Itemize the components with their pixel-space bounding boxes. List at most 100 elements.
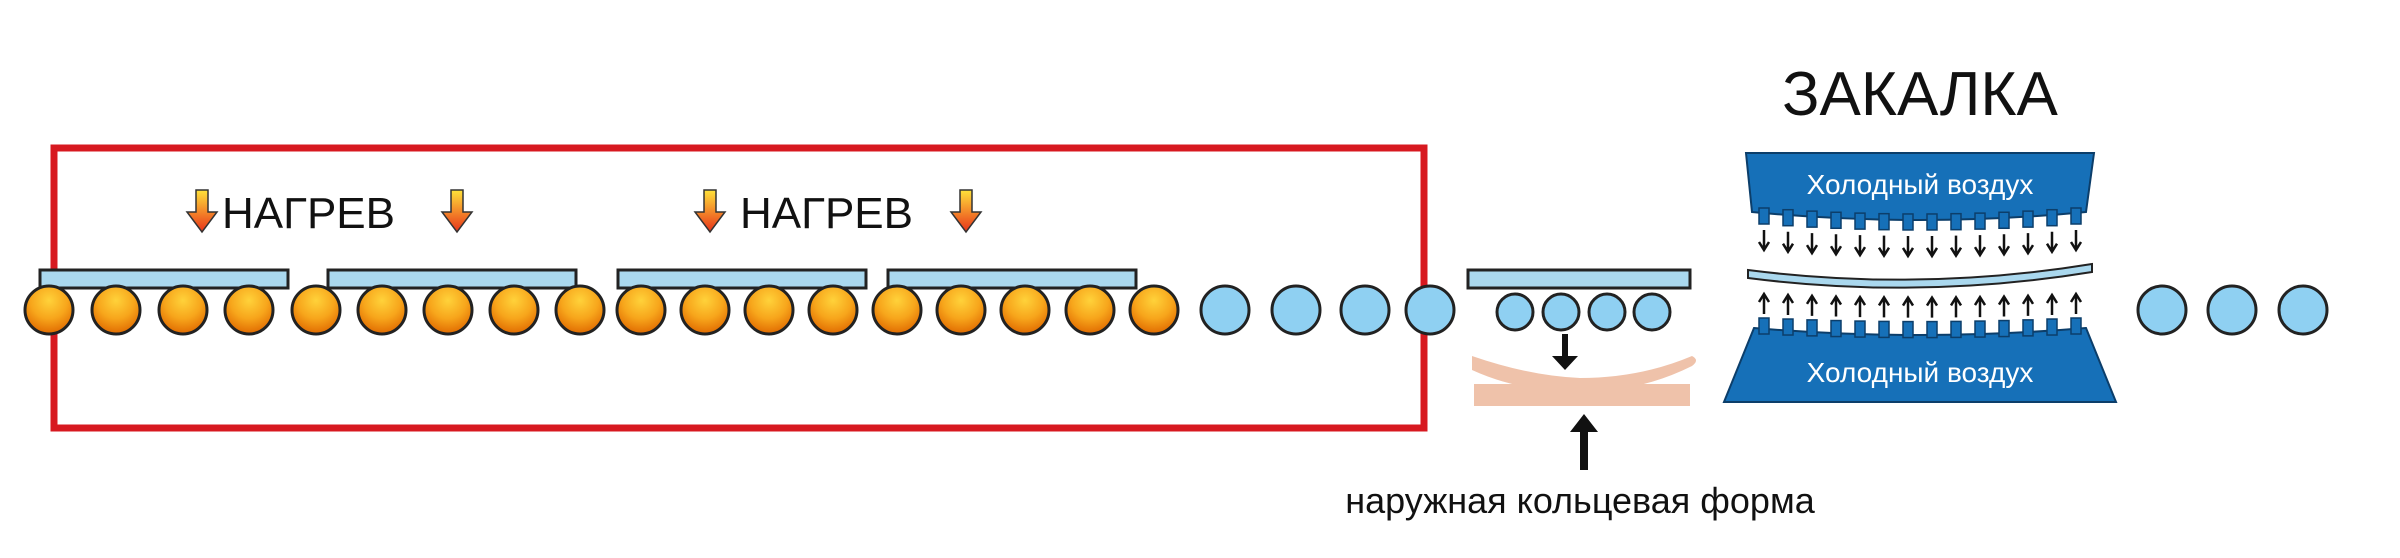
up-arrow-icon: [1925, 295, 1939, 318]
quench-title: ЗАКАЛКА: [1782, 60, 2058, 129]
down-arrow-icon: [440, 189, 474, 234]
hot-roller: [290, 284, 342, 336]
hot-roller: [615, 284, 667, 336]
up-arrow-icon: [2069, 291, 2083, 314]
bending-roller: [1541, 292, 1581, 332]
nozzle: [1758, 317, 1770, 335]
cold-air-label-bottom: Холодный воздух: [1807, 357, 2034, 388]
down-arrow-icon: [185, 189, 219, 234]
mold-label: наружная кольцевая форма: [1345, 480, 1815, 521]
down-arrow-icon: [1781, 231, 1795, 255]
nozzle: [1878, 212, 1890, 231]
nozzle: [1974, 320, 1986, 338]
bending-roller: [1632, 292, 1672, 332]
hot-roller: [871, 284, 923, 336]
hot-roller: [999, 284, 1051, 336]
down-arrow-icon: [1973, 235, 1987, 258]
down-arrow-icon: [1901, 235, 1915, 259]
nozzle: [1998, 319, 2010, 338]
hot-roller: [935, 284, 987, 336]
hot-roller: [679, 284, 731, 336]
down-arrow-icon: [1877, 235, 1891, 259]
cold-roller: [2206, 284, 2258, 336]
nozzle: [1830, 319, 1842, 338]
cold-roller: [1270, 284, 1322, 336]
nozzle: [1902, 320, 1914, 339]
nozzle: [1902, 213, 1914, 231]
up-arrow-icon: [1901, 295, 1915, 318]
hot-roller: [422, 284, 474, 336]
nozzle: [1758, 207, 1770, 225]
down-arrow-icon: [1949, 235, 1963, 259]
glass-plate-bending: [1466, 268, 1692, 290]
up-arrow-icon: [1805, 293, 1819, 316]
glass-plate: [38, 268, 290, 290]
heat-label: НАГРЕВ: [222, 189, 395, 238]
up-arrow-icon: [1877, 295, 1891, 318]
hot-roller: [90, 284, 142, 336]
heat-zone-2: НАГРЕВ: [693, 189, 983, 238]
nozzle: [2070, 317, 2082, 335]
bending-station: наружная кольцевая форма: [1345, 334, 1816, 521]
up-arrow-icon: [1973, 294, 1987, 318]
cold-roller: [2277, 284, 2329, 336]
down-arrow-icon: [2069, 230, 2083, 253]
glass-plate: [886, 268, 1138, 290]
nozzle: [2022, 210, 2034, 228]
nozzle: [1854, 212, 1866, 230]
down-arrow-icon: [2021, 233, 2035, 256]
nozzle: [1926, 320, 1938, 339]
hot-roller: [554, 284, 606, 336]
glass-plates: [38, 268, 1692, 290]
bending-roller: [1495, 292, 1535, 332]
up-arrow-icon: [1997, 294, 2011, 317]
down-arrow-icon: [1925, 235, 1939, 259]
down-arrow-icon: [2045, 231, 2059, 255]
hot-roller: [743, 284, 795, 336]
cold-roller: [1404, 284, 1456, 336]
down-arrow-icon: [1757, 230, 1771, 253]
nozzle: [1926, 213, 1938, 231]
up-arrow-icon: [2045, 292, 2059, 316]
nozzle: [1830, 211, 1842, 230]
heat-zone-1: НАГРЕВ: [185, 189, 474, 238]
hot-roller: [1064, 284, 1116, 336]
nozzle: [1950, 212, 1962, 231]
nozzle: [1998, 211, 2010, 230]
nozzle: [1782, 318, 1794, 336]
down-arrow-icon: [693, 189, 727, 234]
down-arrow-icon: [1552, 334, 1578, 370]
hot-roller: [23, 284, 75, 336]
nozzle: [1782, 208, 1794, 227]
heat-label: НАГРЕВ: [740, 189, 913, 238]
nozzle: [2070, 207, 2082, 225]
nozzle: [2046, 318, 2058, 336]
down-arrow-icon: [1997, 234, 2011, 257]
up-arrow-icon: [1757, 291, 1771, 314]
hot-roller: [807, 284, 859, 336]
hot-roller: [223, 284, 275, 336]
nozzle: [1806, 210, 1818, 228]
down-arrow-icon: [1829, 234, 1843, 257]
down-arrow-icon: [949, 189, 983, 234]
up-arrow-icon: [1949, 295, 1963, 318]
bending-roller: [1587, 292, 1627, 332]
down-arrow-icon: [1805, 233, 1819, 256]
glass-plate: [616, 268, 868, 290]
up-arrow-icon: [1570, 414, 1598, 470]
hot-roller: [356, 284, 408, 336]
mold-top: [1472, 356, 1696, 392]
quench-station: ЗАКАЛКА Холодный воздух Холодный воздух: [1722, 60, 2118, 403]
cold-roller: [1339, 284, 1391, 336]
cold-air-label-top: Холодный воздух: [1807, 169, 2034, 200]
cold-roller: [1199, 284, 1251, 336]
cold-roller: [2136, 284, 2188, 336]
lower-nozzles: [1757, 291, 2083, 339]
nozzle: [1854, 320, 1866, 338]
up-arrow-icon: [1829, 294, 1843, 317]
nozzle: [1950, 320, 1962, 339]
down-arrow-icon: [1853, 235, 1867, 258]
nozzle: [1806, 319, 1818, 337]
hot-roller: [157, 284, 209, 336]
nozzle: [2046, 208, 2058, 227]
